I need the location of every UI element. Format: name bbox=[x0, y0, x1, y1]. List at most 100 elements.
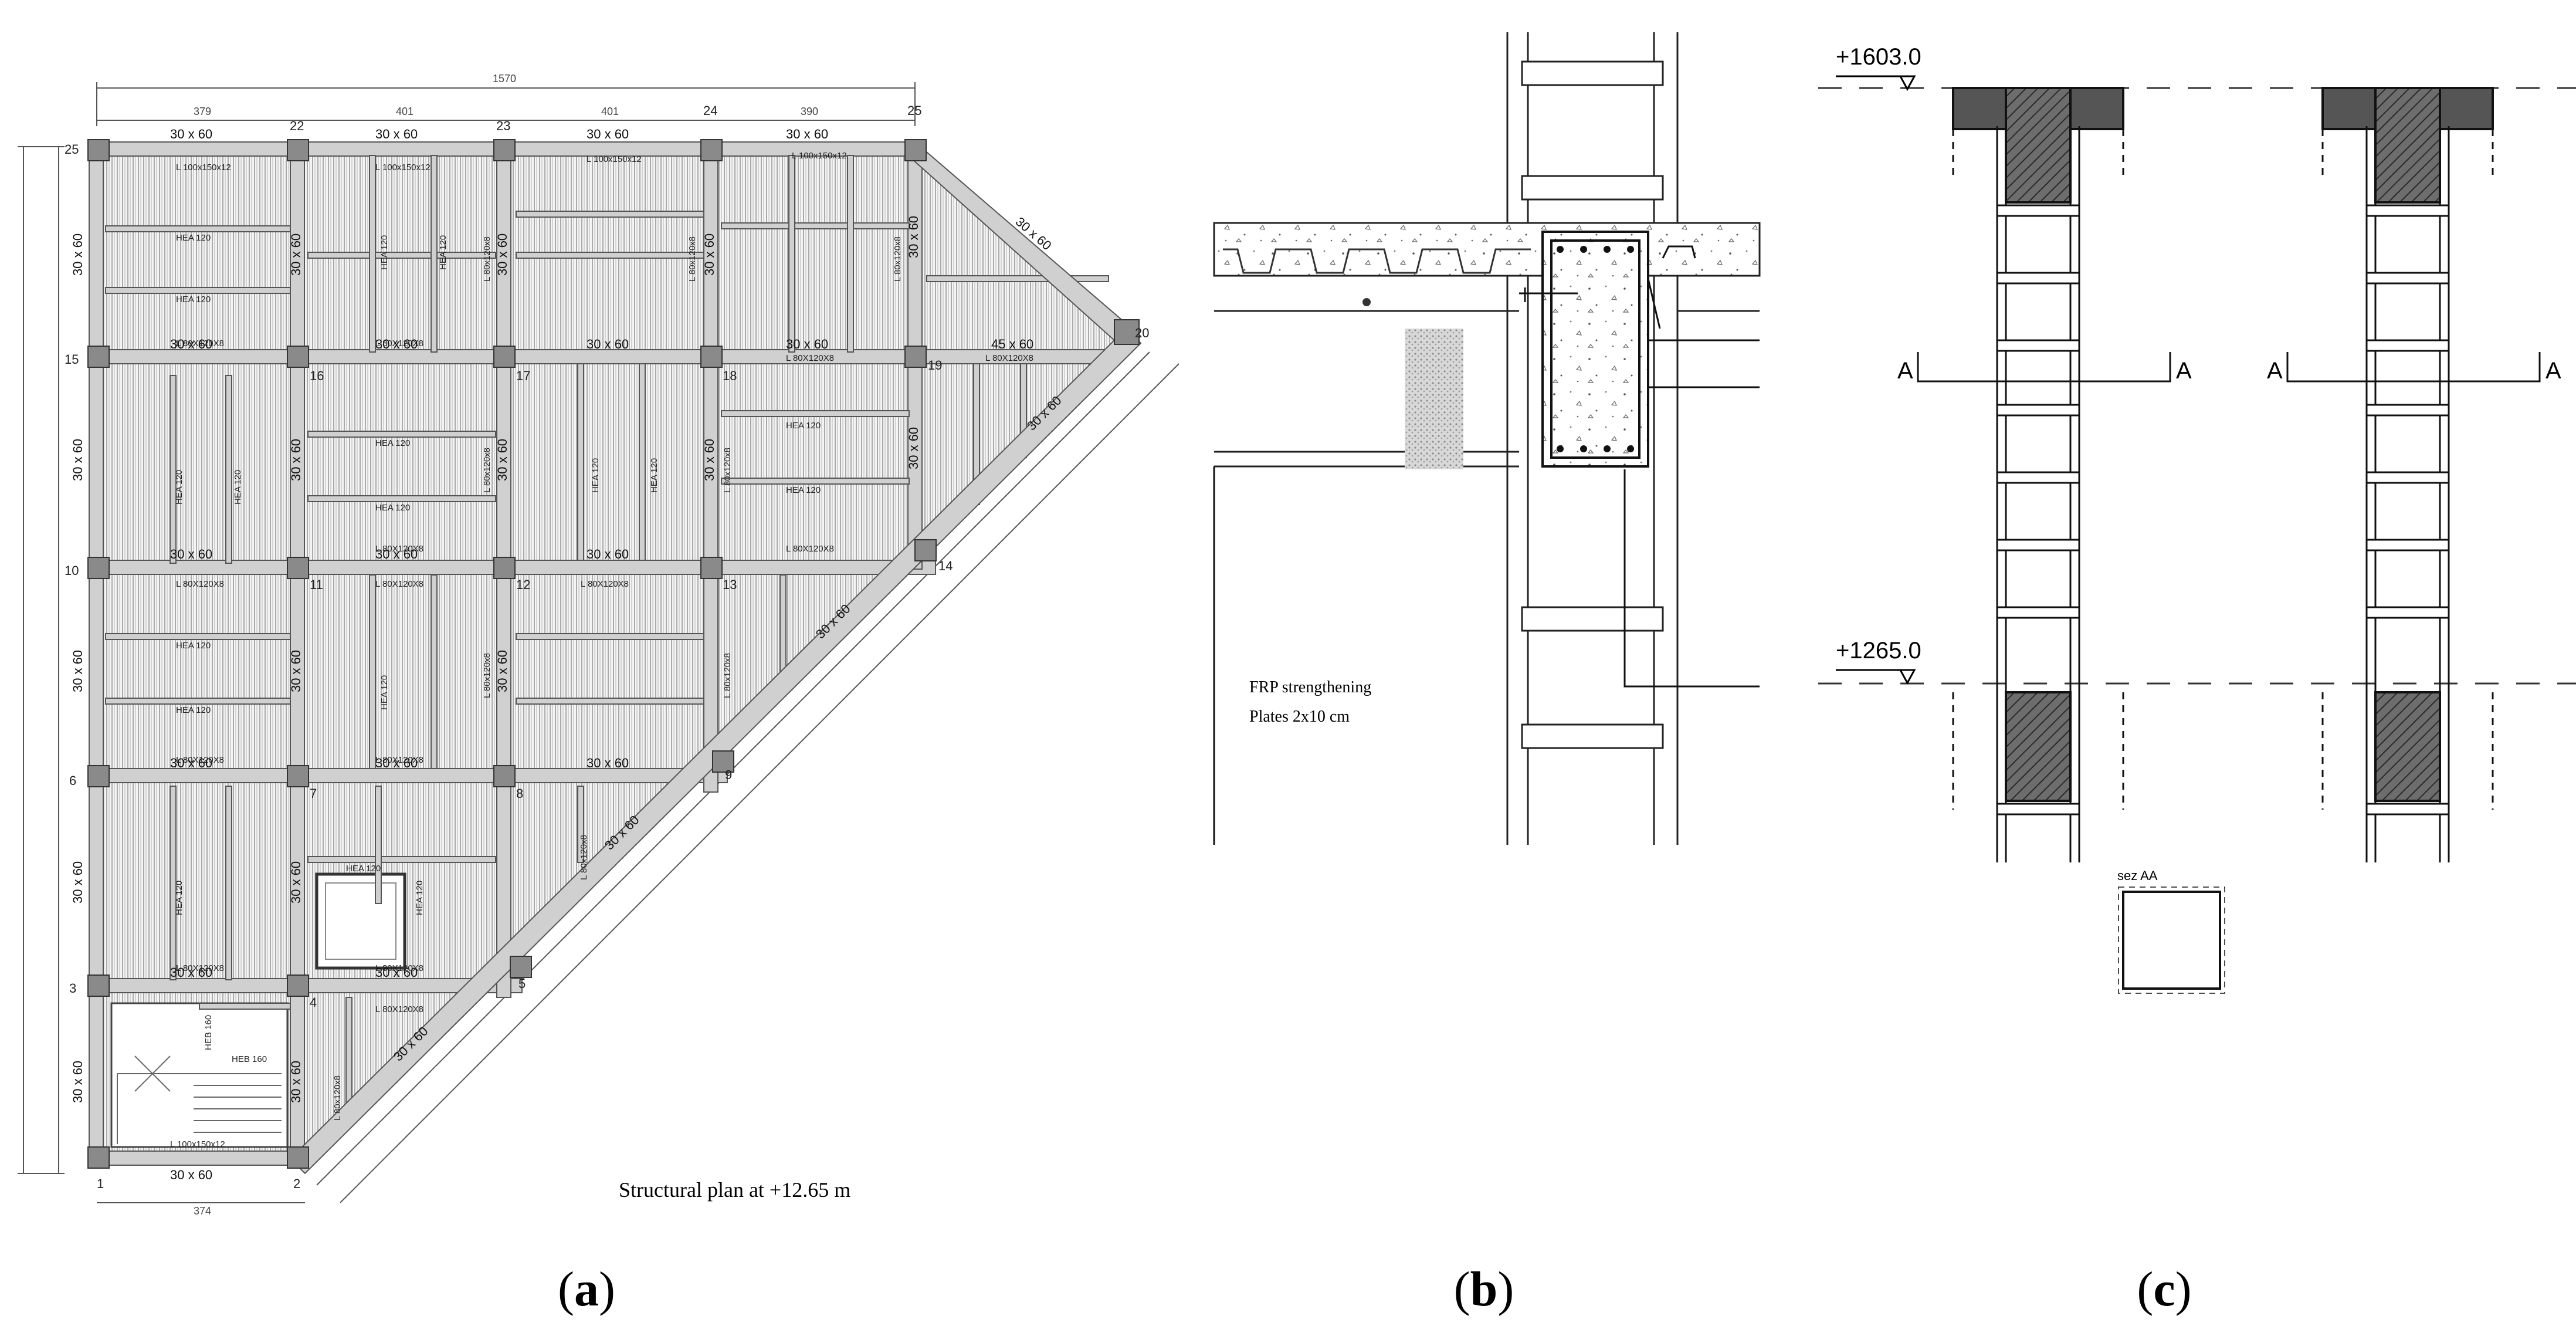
svg-text:30 x 60: 30 x 60 bbox=[70, 650, 85, 692]
deck-corrugation bbox=[1223, 248, 1531, 274]
beam-column-detail-panel: FRP strengthening Plates 2x10 cm bbox=[1213, 32, 1761, 845]
lift-shaft bbox=[315, 872, 406, 970]
svg-text:30 x 60: 30 x 60 bbox=[495, 650, 510, 692]
svg-text:45 x 60: 45 x 60 bbox=[991, 337, 1033, 351]
panel-label-a: (a) bbox=[558, 1262, 615, 1317]
section-mark-right-a: A bbox=[2267, 358, 2283, 384]
svg-text:HEA 120: HEA 120 bbox=[233, 470, 243, 505]
svg-text:HEA 120: HEA 120 bbox=[176, 641, 211, 651]
svg-text:L 80X120X8: L 80X120X8 bbox=[375, 579, 423, 589]
svg-text:L 80x120x8: L 80x120x8 bbox=[333, 1075, 343, 1121]
svg-text:L 80x120x8: L 80x120x8 bbox=[723, 448, 733, 493]
column-elevation-right bbox=[2321, 87, 2494, 862]
svg-text:30 x 60: 30 x 60 bbox=[587, 756, 629, 770]
svg-text:L 100x150x12: L 100x150x12 bbox=[792, 151, 847, 161]
svg-text:HEA 120: HEA 120 bbox=[649, 458, 659, 493]
overall-dimension: 1570 bbox=[493, 73, 516, 84]
svg-text:30 x 60: 30 x 60 bbox=[375, 127, 418, 141]
svg-text:30 x 60: 30 x 60 bbox=[70, 234, 85, 276]
svg-text:30 x 60: 30 x 60 bbox=[587, 547, 629, 561]
svg-text:L 100x150x12: L 100x150x12 bbox=[375, 163, 431, 172]
level-top-label: +1603.0 bbox=[1836, 44, 1921, 70]
svg-text:30 x 60: 30 x 60 bbox=[170, 756, 212, 770]
svg-text:HEA 120: HEA 120 bbox=[346, 864, 381, 874]
section-aa-title: sez AA bbox=[2117, 868, 2158, 883]
svg-text:HEA 120: HEA 120 bbox=[176, 233, 211, 243]
bottom-dimension: 374 bbox=[194, 1205, 211, 1217]
node-label-16: 16 bbox=[310, 368, 324, 383]
node-label-15: 15 bbox=[65, 352, 79, 367]
svg-text:30 x 60: 30 x 60 bbox=[786, 127, 828, 141]
section-mark-left-a: A bbox=[1897, 358, 1913, 384]
svg-text:30 x 60: 30 x 60 bbox=[495, 439, 510, 481]
svg-text:L 80X120X8: L 80X120X8 bbox=[375, 1004, 423, 1014]
node-label-24: 24 bbox=[703, 103, 717, 118]
svg-text:L 80X120X8: L 80X120X8 bbox=[176, 755, 224, 765]
column-elevation-left bbox=[1952, 87, 2124, 862]
bolt-icon bbox=[1362, 298, 1371, 306]
svg-text:HEB 160: HEB 160 bbox=[232, 1054, 267, 1064]
level-marker-bottom: +1265.0 bbox=[1836, 638, 1921, 685]
node-label-22: 22 bbox=[290, 119, 304, 133]
node-label-5: 5 bbox=[518, 976, 526, 991]
svg-text:HEA 120: HEA 120 bbox=[176, 705, 211, 715]
svg-text:L 80x120x8: L 80x120x8 bbox=[482, 236, 492, 282]
svg-text:L 80X120X8: L 80X120X8 bbox=[786, 353, 834, 363]
svg-text:HEB 160: HEB 160 bbox=[204, 1015, 213, 1050]
svg-text:30 x 60: 30 x 60 bbox=[289, 650, 303, 692]
bay-dimension-3: 401 bbox=[601, 106, 619, 117]
profile-labels: HEA 120 HEA 120 HEA 120 HEA 120 HEA 120 … bbox=[170, 151, 1033, 1149]
svg-text:30 x 60: 30 x 60 bbox=[587, 337, 629, 351]
svg-text:L 80x120x8: L 80x120x8 bbox=[723, 653, 733, 698]
svg-text:L 80X120X8: L 80X120X8 bbox=[581, 579, 629, 589]
svg-text:L 80X120X8: L 80X120X8 bbox=[786, 544, 834, 554]
svg-text:30 x 60: 30 x 60 bbox=[906, 427, 921, 469]
svg-text:HEA 120: HEA 120 bbox=[174, 470, 184, 505]
column-elevation-panel: +1603.0 +1265.0 bbox=[1818, 44, 2576, 994]
node-label-13: 13 bbox=[723, 577, 737, 592]
svg-text:L 80x120x8: L 80x120x8 bbox=[893, 236, 903, 282]
svg-text:HEA 120: HEA 120 bbox=[379, 675, 389, 710]
node-label-2: 2 bbox=[293, 1176, 300, 1191]
level-marker-top: +1603.0 bbox=[1836, 44, 1921, 92]
svg-text:30 x 60: 30 x 60 bbox=[70, 439, 85, 481]
node-label-20: 20 bbox=[1135, 326, 1149, 340]
node-label-4: 4 bbox=[310, 995, 317, 1010]
frp-plate bbox=[1405, 329, 1463, 469]
svg-text:L 80x120x8: L 80x120x8 bbox=[482, 653, 492, 698]
svg-text:30 x 60: 30 x 60 bbox=[786, 337, 828, 351]
grid-node-labels: 25 22 23 24 25 15 10 6 3 1 2 20 14 9 5 1… bbox=[65, 103, 1149, 1191]
stair-treads bbox=[117, 1055, 282, 1144]
node-label-18: 18 bbox=[723, 368, 737, 383]
beam-grid bbox=[89, 141, 1109, 1166]
svg-text:30 x 60: 30 x 60 bbox=[375, 965, 418, 980]
svg-text:30 x 60: 30 x 60 bbox=[170, 965, 212, 980]
svg-text:30 x 60: 30 x 60 bbox=[70, 1061, 85, 1103]
section-cut-line-left bbox=[1917, 352, 2171, 383]
node-label-19: 19 bbox=[928, 358, 942, 373]
node-label-9: 9 bbox=[725, 767, 732, 782]
frp-note-line2: Plates 2x10 cm bbox=[1249, 708, 1350, 726]
svg-text:30 x 60: 30 x 60 bbox=[495, 234, 510, 276]
svg-text:HEA 120: HEA 120 bbox=[174, 881, 184, 915]
svg-text:HEA 120: HEA 120 bbox=[591, 458, 601, 493]
svg-text:L 80X120X8: L 80X120X8 bbox=[375, 544, 423, 554]
node-label-12: 12 bbox=[516, 577, 530, 592]
node-label-7: 7 bbox=[310, 786, 317, 801]
svg-text:L 100x150x12: L 100x150x12 bbox=[176, 163, 231, 172]
stair-opening bbox=[110, 1002, 289, 1148]
svg-text:HEA 120: HEA 120 bbox=[375, 503, 410, 513]
bay-dimension-1: 379 bbox=[194, 106, 211, 117]
svg-text:L 100x150x12: L 100x150x12 bbox=[587, 154, 642, 164]
svg-text:30 x 60: 30 x 60 bbox=[587, 127, 629, 141]
svg-text:L 80x120x8: L 80x120x8 bbox=[687, 236, 697, 282]
concrete-core bbox=[1541, 231, 1649, 468]
section-aa-square bbox=[2122, 891, 2221, 990]
node-label-1: 1 bbox=[97, 1176, 104, 1191]
svg-text:L 80X120X8: L 80X120X8 bbox=[375, 755, 423, 765]
bay-dimension-4: 390 bbox=[801, 106, 818, 117]
svg-text:30 x 60: 30 x 60 bbox=[375, 756, 418, 770]
svg-text:30 x 60: 30 x 60 bbox=[170, 547, 212, 561]
svg-text:HEA 120: HEA 120 bbox=[438, 235, 448, 270]
